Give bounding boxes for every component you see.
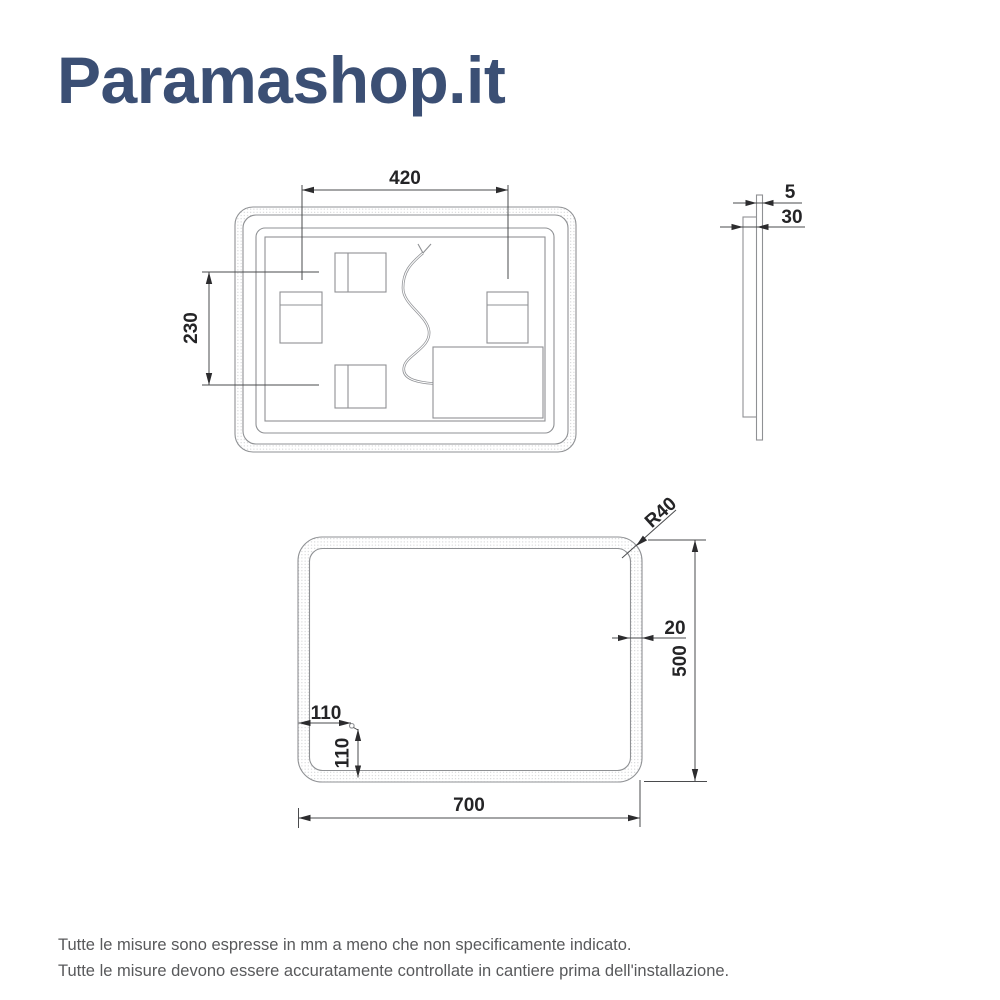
- arrowhead: [339, 719, 351, 727]
- arrowhead: [205, 272, 213, 284]
- dim-230: [202, 271, 319, 386]
- arrowhead: [731, 223, 743, 231]
- dim-r40: [621, 509, 677, 559]
- arrowhead: [636, 535, 648, 546]
- cable-wire-end: [417, 243, 424, 254]
- dim-label-700: 700: [453, 795, 485, 816]
- dim-420: [301, 185, 509, 280]
- arrowhead: [298, 719, 311, 727]
- dim-110-horizontal: [298, 719, 359, 731]
- connector-line: [353, 727, 359, 731]
- arrowhead: [618, 634, 630, 642]
- brand-logo: Paramashop.it: [57, 43, 506, 117]
- mirror-inner-edge: [255, 227, 555, 434]
- arrowhead: [762, 199, 774, 207]
- arrowhead: [496, 186, 508, 194]
- cable-wire-end: [422, 243, 432, 254]
- front-view: [297, 536, 643, 783]
- mounting-bracket-bottom: [334, 364, 387, 409]
- dim-5: [733, 199, 802, 207]
- arrowhead: [298, 814, 311, 822]
- dim-label-20: 20: [664, 618, 685, 639]
- power-cable: [401, 243, 434, 385]
- rear-dimensions: [202, 185, 509, 386]
- dim-500: [644, 539, 707, 782]
- dim-700: [298, 780, 641, 828]
- front-inner-edge: [308, 547, 632, 772]
- dim-110-vertical: [354, 729, 362, 778]
- back-panel: [264, 236, 546, 422]
- arrowhead: [691, 769, 699, 781]
- leader-line: [621, 509, 677, 559]
- dim-label-110-horizontal: 110: [311, 703, 342, 724]
- dim-label-420: 420: [389, 168, 421, 189]
- disclaimer-line-2: Tutte le misure devono essere accuratame…: [58, 962, 730, 980]
- dim-label-500: 500: [670, 645, 691, 677]
- arrowhead: [205, 373, 213, 385]
- junction-box: [432, 346, 544, 419]
- dim-20: [612, 634, 686, 642]
- arrowhead: [757, 223, 769, 231]
- dim-label-230: 230: [181, 312, 202, 344]
- dim-label-30: 30: [781, 207, 802, 228]
- arrowhead: [354, 729, 362, 741]
- arrowhead: [691, 540, 699, 552]
- dim-label-5: 5: [785, 182, 796, 203]
- arrowhead: [302, 186, 314, 194]
- mounting-bracket-top: [334, 252, 387, 293]
- arrowhead: [642, 634, 654, 642]
- side-mirror-glass: [755, 194, 764, 441]
- disclaimer-line-1: Tutte le misure sono espresse in mm a me…: [58, 936, 632, 954]
- front-dimensions: [298, 509, 707, 828]
- touch-sensor-point: [348, 722, 355, 729]
- mounting-bracket-left: [279, 291, 323, 344]
- side-frame-box: [742, 216, 758, 418]
- dim-label-r40: R40: [641, 493, 681, 532]
- mounting-bracket-right: [486, 291, 529, 344]
- measurement-disclaimer: Tutte le misure sono espresse in mm a me…: [58, 932, 729, 984]
- side-dimensions: [720, 199, 805, 231]
- dim-30: [720, 223, 805, 231]
- dim-label-110-vertical: 110: [333, 738, 354, 769]
- rear-view: [234, 206, 577, 453]
- arrowhead: [354, 765, 362, 778]
- arrowhead: [628, 814, 640, 822]
- side-view: [742, 194, 764, 441]
- arrowhead: [745, 199, 757, 207]
